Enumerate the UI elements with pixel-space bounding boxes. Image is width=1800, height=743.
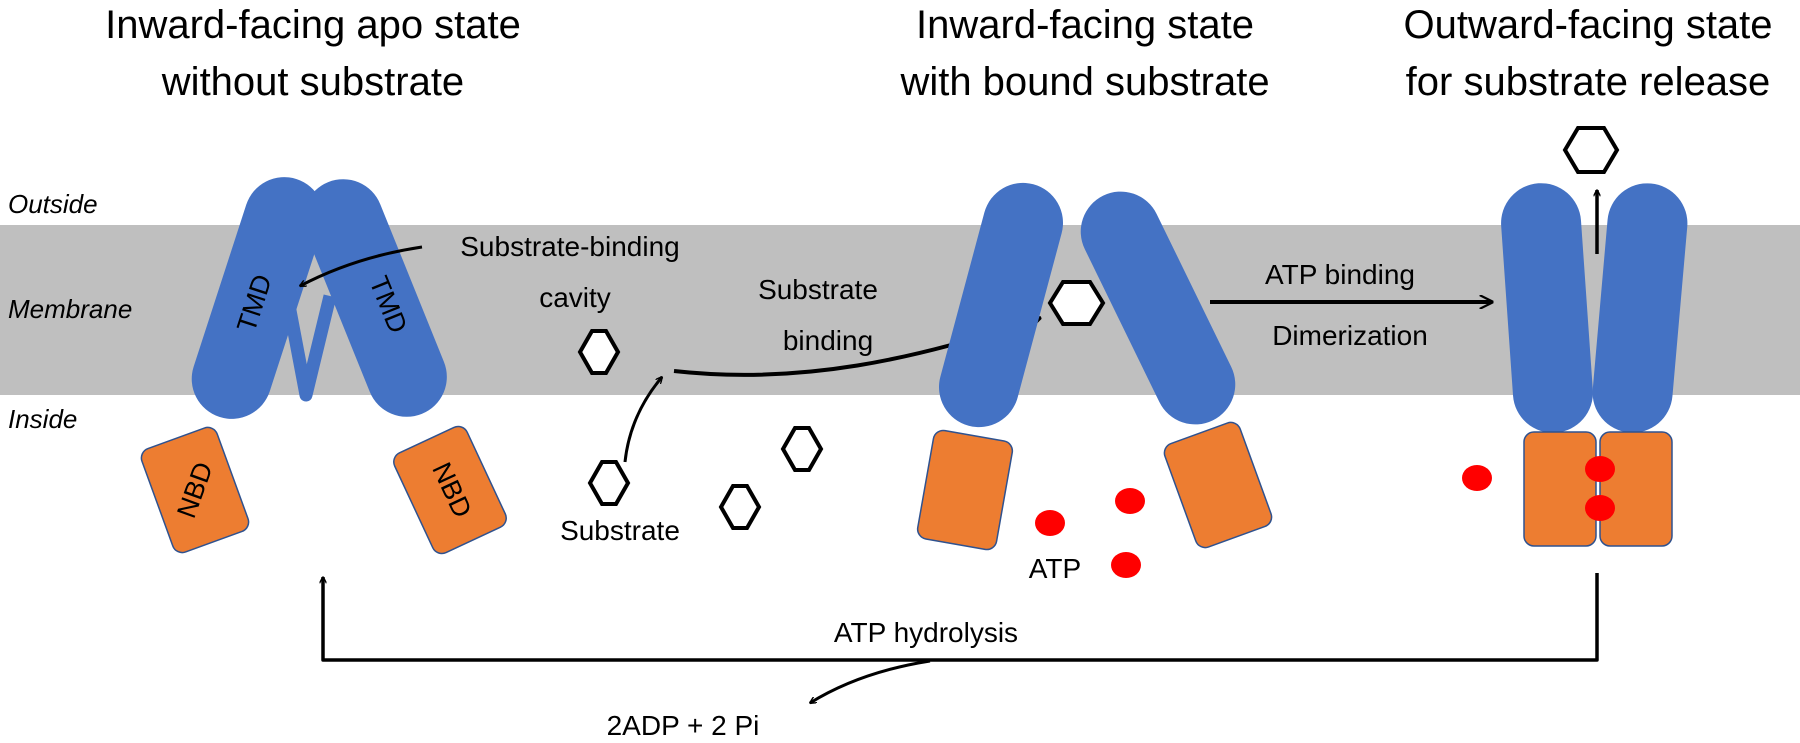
nbd-left [140,426,250,554]
title-left-line2: without substrate [161,60,464,104]
substrate-hexagon-icon [577,329,621,375]
cavity-label-line1: Substrate-binding [460,231,679,262]
atp-dot-icon [1035,510,1065,536]
substrate-entry-arrow-icon [623,377,662,463]
binding-label-line2: binding [783,325,873,356]
atp-binding-label: ATP binding [1265,259,1415,290]
region-outside-label: Outside [8,189,98,219]
atp-dot-icon [1115,488,1145,514]
tmd-right [303,179,447,417]
cavity-label-line2: cavity [539,282,611,313]
tmd-right [1080,191,1236,425]
nbd-right [393,425,507,555]
binding-label-line1: Substrate [758,274,878,305]
hydrolysis-return-arrow-icon [323,573,1599,662]
transporter-outward-facing [1501,126,1688,547]
products-label: 2ADP + 2 Pi [607,710,760,741]
region-membrane-label: Membrane [8,294,132,324]
substrate-hexagon-icon [587,460,631,506]
tmd-left [1501,183,1593,433]
substrate-hexagon-icon [1562,126,1620,174]
atp-dot-icon [1585,456,1615,482]
atp-dot-icon [1462,465,1492,491]
tmd-right [1592,183,1688,433]
substrate-hexagon-icon [718,484,762,530]
substrate-hexagon-icon [780,426,824,472]
dimerization-label: Dimerization [1272,320,1428,351]
title-left-line1: Inward-facing apo state [105,3,521,47]
atp-dot-icon [1111,552,1141,578]
atp-label: ATP [1029,553,1081,584]
products-arrow-icon [810,659,931,705]
atp-dot-icon [1585,495,1615,521]
tmd-left [191,177,325,419]
hydrolysis-label: ATP hydrolysis [834,617,1018,648]
substrate-label: Substrate [560,515,680,546]
tmd-left [939,182,1063,428]
nbd-right [1163,421,1273,549]
tmd-connector [281,294,337,402]
title-right-line2: for substrate release [1406,60,1771,104]
cavity-arrow-icon [300,245,423,288]
transporter-apo: TMD TMD NBD NBD [140,177,507,555]
title-right-line1: Outward-facing state [1403,3,1772,47]
nbd-left [1523,431,1597,547]
nbd-left [916,429,1014,551]
title-mid-line1: Inward-facing state [916,3,1254,47]
transporter-substrate-bound [916,182,1273,551]
nbd-right [1599,431,1673,547]
substrate-hexagon-icon [1047,280,1106,326]
title-mid-line2: with bound substrate [899,60,1269,104]
region-inside-label: Inside [8,404,77,434]
